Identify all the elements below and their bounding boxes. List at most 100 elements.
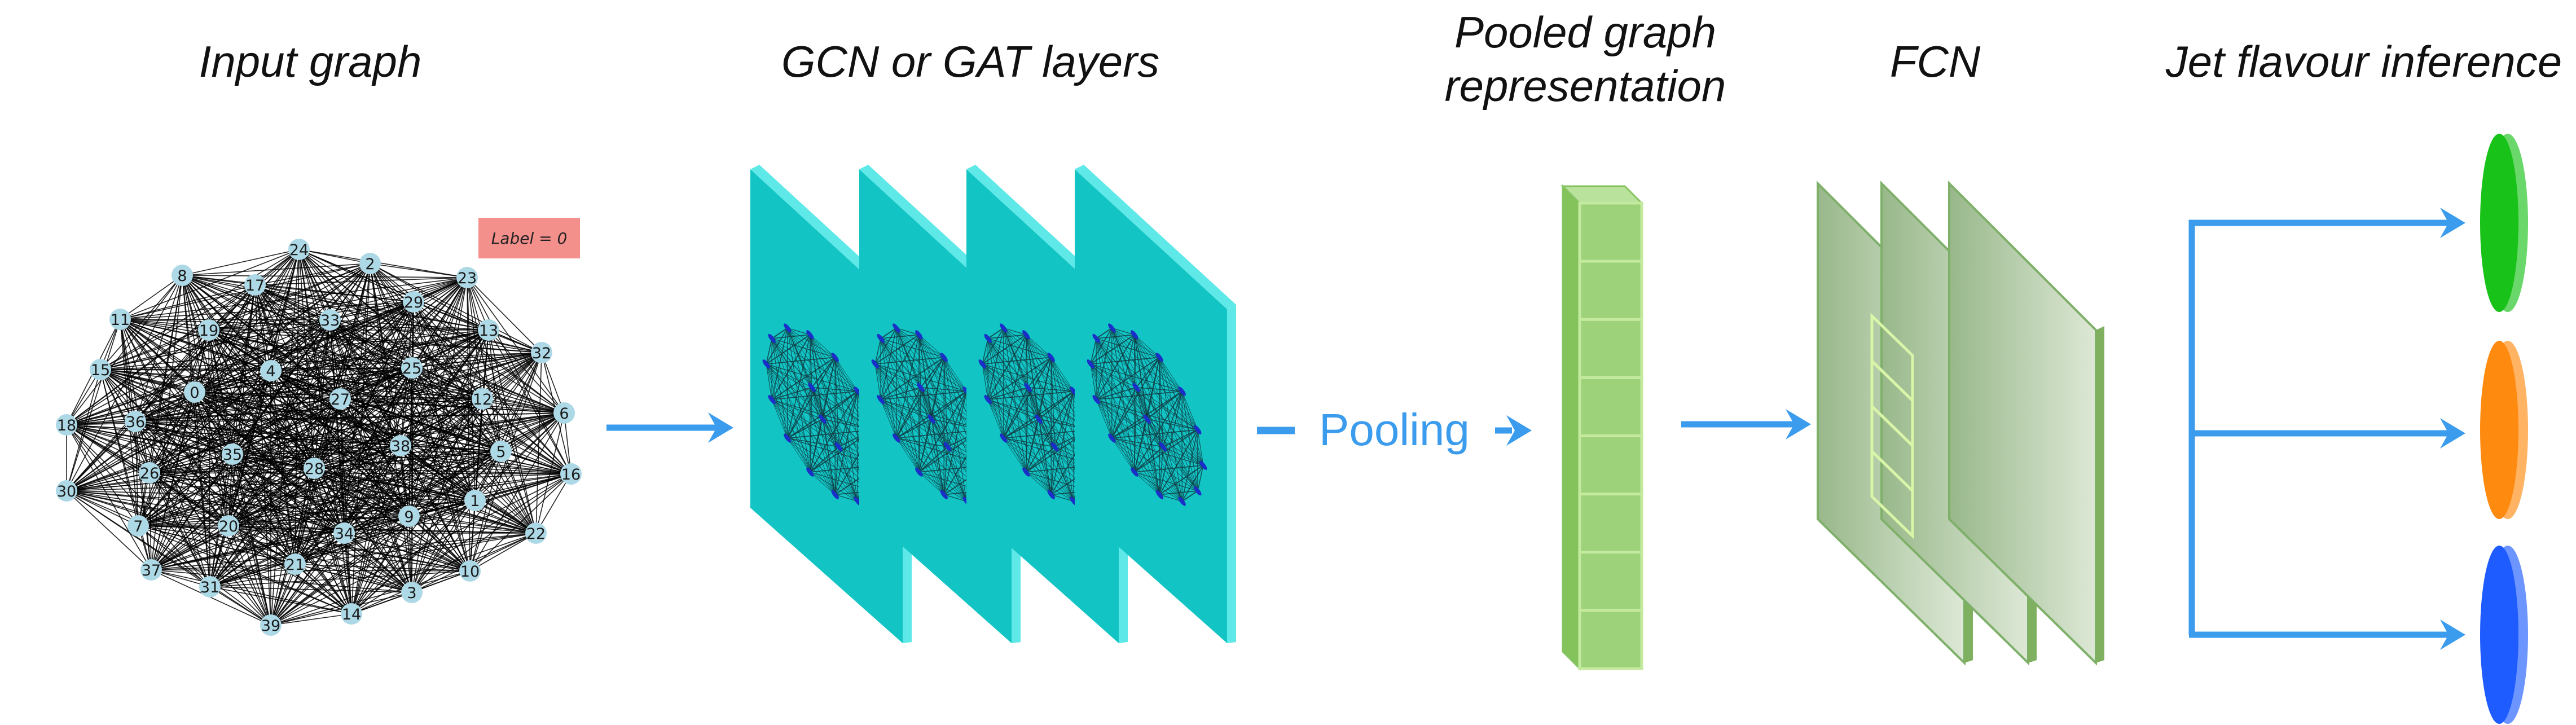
- gnn-subgraph-edge: [947, 390, 967, 447]
- gnn-subgraph-edge: [1136, 387, 1160, 495]
- graph-edge: [344, 445, 401, 534]
- graph-edge: [413, 301, 537, 534]
- gnn-subgraph-edge: [1003, 334, 1027, 439]
- graph-edge: [270, 533, 345, 626]
- graph-edge: [120, 319, 401, 446]
- gnn-subgraph-node: [1155, 490, 1163, 499]
- gnn-subgraph-edge: [1159, 465, 1204, 495]
- gnn-subgraph-edge: [1146, 419, 1160, 495]
- graph-node: 9: [398, 506, 420, 527]
- graph-node-id: 4: [266, 363, 275, 380]
- gnn-subgraph-edge: [918, 334, 948, 447]
- graph-edge: [209, 533, 537, 587]
- gnn-subgraph-node: [831, 353, 839, 362]
- gnn-subgraph-edge: [1162, 429, 1198, 447]
- gnn-subgraph-edge: [1091, 363, 1163, 447]
- graph-edge: [254, 284, 315, 469]
- graph-node-circle: [140, 559, 162, 581]
- graph-edge: [120, 277, 468, 320]
- gnn-subgraph-node: [943, 442, 952, 451]
- graph-edge: [298, 249, 315, 469]
- gnn-subgraph-edge: [1090, 363, 1183, 392]
- graph-edge: [120, 301, 414, 320]
- gnn-subgraph-node: [819, 414, 827, 424]
- graph-edge: [182, 275, 331, 320]
- gnn-subgraph-edge: [943, 357, 967, 502]
- graph-node-id: 18: [57, 417, 76, 434]
- gnn-subgraph-edge: [1136, 387, 1164, 447]
- graph-node: 25: [401, 357, 423, 379]
- graph-node: 22: [525, 522, 547, 544]
- graph-node-circle: [139, 462, 160, 484]
- gnn-subgraph-edge: [947, 446, 967, 502]
- graph-edge: [208, 277, 468, 331]
- graph-edge: [151, 569, 352, 614]
- graph-edge: [314, 319, 331, 469]
- gnn-subgraph-node: [834, 442, 843, 451]
- gnn-subgraph-edge: [931, 419, 948, 447]
- graph-node-circle: [398, 506, 420, 527]
- gnn-subgraph-node: [831, 490, 839, 499]
- graph-node: 13: [478, 319, 499, 341]
- arrow-to-class-head: [2440, 619, 2465, 650]
- graph-node: 8: [172, 265, 193, 286]
- graph-node-circle: [560, 463, 582, 485]
- gnn-subgraph-edge: [1003, 438, 1027, 472]
- graph-edge: [66, 424, 139, 526]
- graph-edge: [344, 352, 542, 534]
- gnn-subgraph-edge: [982, 363, 1027, 472]
- fcn-title: FCN: [1889, 37, 1981, 86]
- gnn-subgraph-edge: [1134, 446, 1164, 473]
- graph-edge: [254, 284, 537, 534]
- gnn-subgraph-edge: [920, 387, 932, 420]
- gnn-subgraph-node: [984, 333, 992, 344]
- graph-edge: [340, 367, 412, 399]
- gnn-subgraph-edge: [1027, 357, 1052, 388]
- graph-edge: [66, 367, 412, 491]
- graph-edge: [467, 277, 542, 353]
- graph-node-id: 10: [460, 563, 480, 581]
- graph-edge: [135, 367, 412, 422]
- graph-edge: [467, 277, 537, 534]
- graph-node-circle: [284, 553, 306, 575]
- graph-edge: [340, 277, 468, 399]
- graph-node-id: 6: [559, 405, 569, 423]
- gnn-subgraph-edge: [771, 338, 836, 495]
- gnn-subgraph-edge: [1026, 334, 1056, 447]
- gnn-subgraph-edge: [1096, 334, 1135, 400]
- gnn-subgraph-edge: [1038, 419, 1074, 502]
- gnn-subgraph-edge: [1096, 399, 1148, 420]
- graph-edge: [340, 301, 414, 399]
- graph-edge: [66, 490, 352, 614]
- gnn-subgraph-edge: [987, 338, 1052, 495]
- graph-node-circle: [478, 319, 499, 341]
- graph-node-id: 28: [305, 460, 324, 478]
- graph-edge: [66, 284, 256, 491]
- gnn-subgraph-edge: [896, 328, 932, 420]
- graph-node-id: 7: [133, 518, 143, 535]
- gnn-subgraph-edge: [810, 334, 836, 358]
- graph-edge: [344, 277, 468, 534]
- graph-node-id: 2: [365, 256, 375, 273]
- graph-edge: [209, 445, 401, 587]
- graph-edge: [66, 490, 229, 526]
- graph-edge: [151, 398, 341, 570]
- graph-node-id: 27: [331, 391, 350, 408]
- graph-edge: [120, 284, 256, 320]
- gnn-subgraph-edge: [1111, 357, 1160, 439]
- gnn-subgraph-edge: [1159, 446, 1164, 495]
- gnn-subgraph-edge: [766, 363, 772, 400]
- graph-edge: [149, 352, 542, 473]
- graph-edge: [151, 454, 233, 570]
- gnn-subgraph-node: [784, 433, 792, 443]
- gnn-subgraph-edge: [931, 390, 967, 420]
- graph-edge: [400, 277, 468, 446]
- graph-edge: [120, 319, 150, 473]
- pooled-cell: [1578, 493, 1643, 554]
- gnn-subgraph-edge: [787, 327, 811, 473]
- graph-edge: [149, 472, 412, 593]
- gnn-subgraph-edge: [881, 399, 982, 491]
- graph-node: 37: [140, 559, 162, 581]
- gnn-subgraph-edge: [874, 327, 897, 364]
- graph-node: 17: [244, 274, 266, 296]
